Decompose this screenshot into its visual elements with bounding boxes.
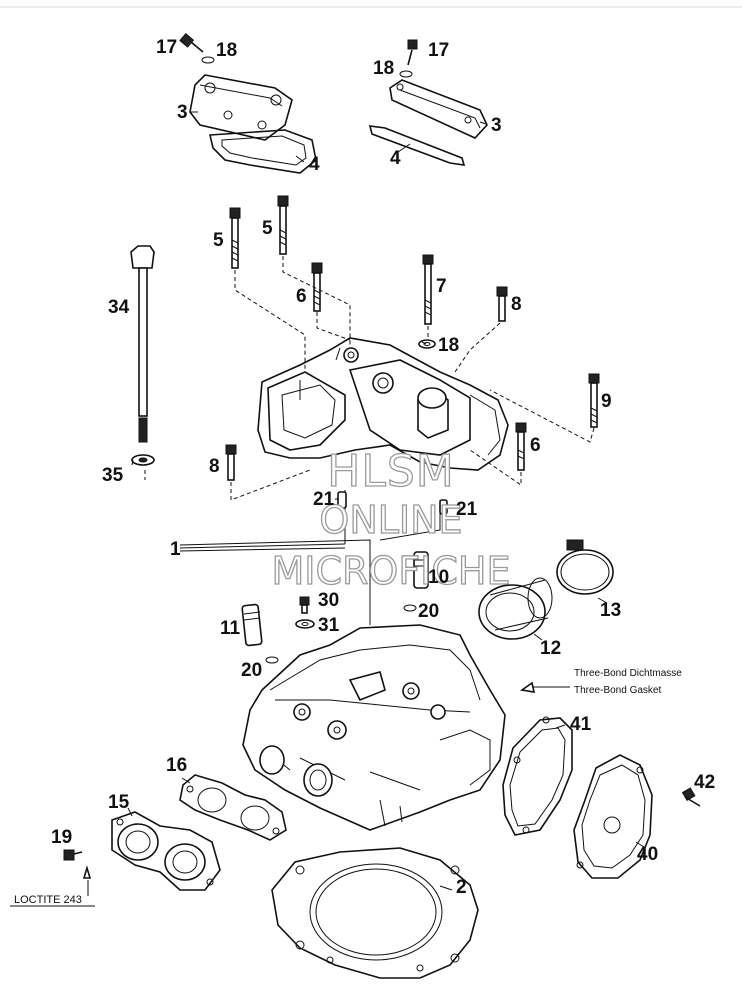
- callout-10: 10: [428, 567, 449, 588]
- callout-5-right: 5: [262, 218, 273, 239]
- watermark: HLSM ONLINE MICROFICHE: [271, 445, 511, 593]
- watermark-line-2: ONLINE: [319, 498, 462, 542]
- head-gasket-2: [271, 847, 479, 979]
- bolt-5-right: [277, 195, 289, 255]
- watermark-line-3: MICROFICHE: [271, 549, 510, 593]
- callout-8-lower: 8: [209, 456, 220, 477]
- screw-42: [681, 787, 701, 807]
- callout-41: 41: [570, 714, 592, 735]
- callout-16: 16: [166, 755, 187, 776]
- callout-40: 40: [637, 844, 658, 865]
- callout-labels: 17 18 3 4 17 18 3 4 5 5 6 7 8 18 34 9 6 …: [51, 37, 715, 898]
- callout-19: 19: [51, 827, 72, 848]
- callout-9: 9: [601, 391, 612, 412]
- callout-35: 35: [102, 465, 124, 486]
- exhaust-flange-15: [111, 811, 221, 891]
- callout-18-center: 18: [438, 335, 459, 356]
- hose-clamp-13: [556, 539, 614, 595]
- screw-30: [299, 596, 310, 614]
- sealant-marker: [519, 681, 570, 693]
- callout-8-upper: 8: [511, 294, 522, 315]
- callout-15: 15: [108, 792, 130, 813]
- callout-17-right: 17: [428, 40, 449, 61]
- callout-4-left: 4: [309, 154, 320, 175]
- callout-6-lower: 6: [530, 435, 541, 456]
- callout-11: 11: [220, 618, 241, 639]
- callout-7: 7: [436, 276, 447, 297]
- oring-20-right: [403, 604, 417, 612]
- callout-21-left: 21: [313, 489, 335, 510]
- washer-35: [131, 454, 155, 466]
- note-loctite: LOCTITE 243: [14, 894, 82, 906]
- left-cover-gasket: [209, 129, 317, 174]
- note-sealant-en: Three-Bond Gasket: [574, 685, 661, 696]
- right-cover-gasket: [368, 125, 466, 166]
- callout-34: 34: [108, 297, 130, 318]
- intake-boot-12: [478, 577, 553, 640]
- dowel-21-left: [337, 491, 347, 509]
- note-sealant-de: Three-Bond Dichtmasse: [574, 668, 682, 679]
- bolt-8-upper: [496, 286, 508, 322]
- bolt-5-left: [229, 207, 241, 269]
- leader-lines: [10, 111, 645, 907]
- bolt-6-lower: [515, 422, 527, 471]
- callout-1: 1: [170, 539, 181, 560]
- callout-20-right: 20: [418, 601, 439, 622]
- left-cover-bolt: [179, 33, 215, 64]
- bolt-6-upper: [311, 262, 323, 312]
- cover-gasket-41: [502, 716, 573, 836]
- right-cover-bolt: [399, 39, 418, 78]
- camshaft-housing: [257, 337, 509, 471]
- left-valve-cover: [189, 74, 293, 141]
- callout-6-upper: 6: [296, 286, 307, 307]
- screw-19: [63, 849, 92, 896]
- callout-18-right: 18: [373, 58, 394, 79]
- washer-31: [295, 619, 315, 629]
- callout-3-left: 3: [177, 102, 188, 123]
- notes: Three-Bond Dichtmasse Three-Bond Gasket …: [14, 668, 682, 906]
- callout-20-left: 20: [241, 660, 262, 681]
- callout-42: 42: [694, 772, 715, 793]
- callout-5-left: 5: [213, 230, 224, 251]
- callout-12: 12: [540, 638, 561, 659]
- callout-21-right: 21: [456, 499, 478, 520]
- callout-2: 2: [456, 877, 467, 898]
- bolt-7: [422, 254, 434, 325]
- washer-18-center: [418, 339, 436, 349]
- exhaust-gasket-16: [179, 774, 287, 841]
- oring-20-left: [265, 656, 279, 664]
- right-valve-cover: [389, 79, 488, 139]
- timing-cover-40: [573, 754, 653, 879]
- valve-guide-11: [241, 603, 263, 647]
- callout-3-right: 3: [491, 115, 502, 136]
- cylinder-head: [242, 624, 506, 831]
- callout-13: 13: [600, 600, 621, 621]
- callout-17-left: 17: [156, 37, 177, 58]
- valve-guide-10: [413, 551, 429, 589]
- dowel-21-right: [439, 499, 448, 515]
- bolt-8-lower: [225, 444, 237, 481]
- stud-34: [130, 245, 155, 443]
- callout-30: 30: [318, 590, 339, 611]
- callout-31: 31: [318, 615, 340, 636]
- watermark-line-1: HLSM: [327, 446, 455, 497]
- callout-4-right: 4: [390, 148, 401, 169]
- callout-18-left: 18: [216, 40, 237, 61]
- bolt-9: [588, 373, 600, 428]
